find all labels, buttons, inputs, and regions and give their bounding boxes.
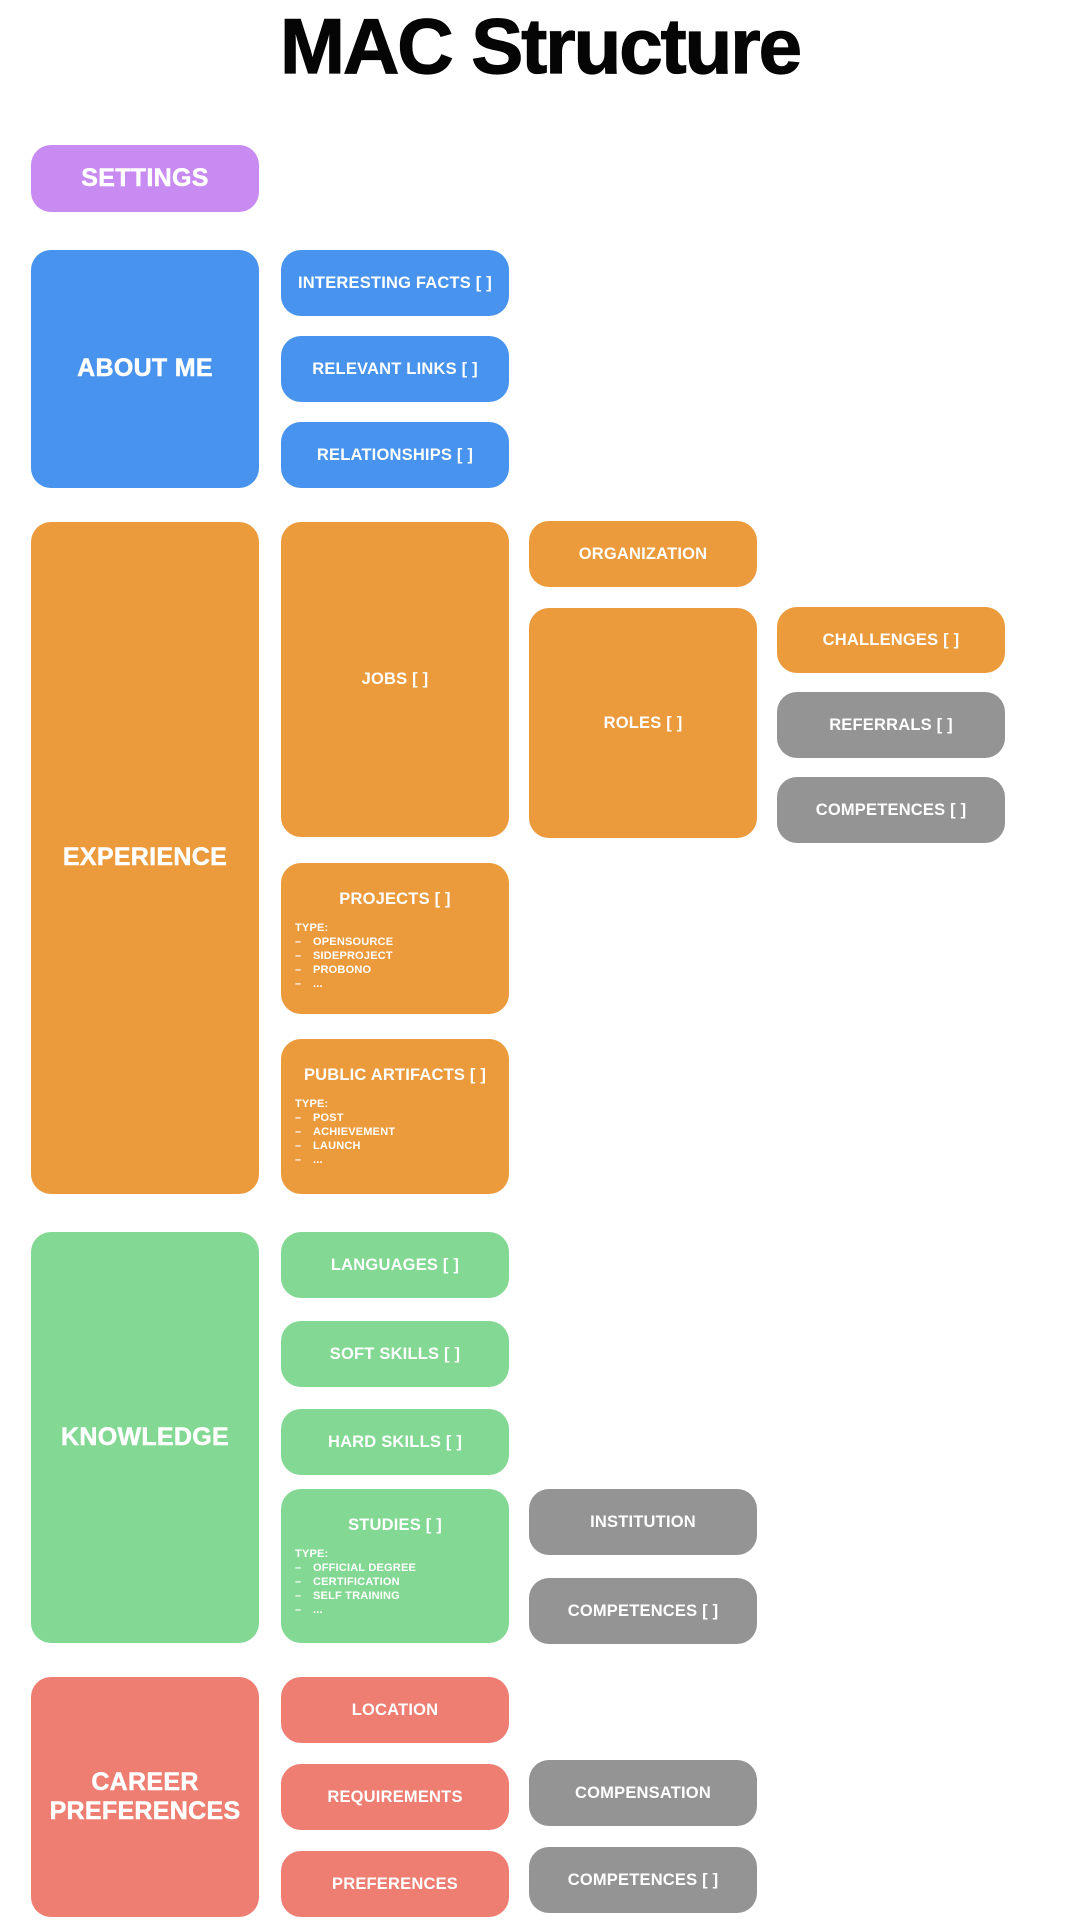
block-projects: PROJECTS [ ] TYPE: –OPENSOURCE –SIDEPROJ… xyxy=(281,863,509,1014)
block-public-artifacts: PUBLIC ARTIFACTS [ ] TYPE: –POST –ACHIEV… xyxy=(281,1039,509,1194)
list-item: –SELF TRAINING xyxy=(295,1590,400,1602)
block-studies: STUDIES [ ] TYPE: –OFFICIAL DEGREE –CERT… xyxy=(281,1489,509,1643)
block-roles: ROLES [ ] xyxy=(529,608,757,838)
block-experience: EXPERIENCE xyxy=(31,522,259,1194)
block-career-competences: COMPETENCES [ ] xyxy=(529,1847,757,1913)
projects-type-list: TYPE: –OPENSOURCE –SIDEPROJECT –PROBONO … xyxy=(295,921,495,991)
block-relevant-links: RELEVANT LINKS [ ] xyxy=(281,336,509,402)
block-organization: ORGANIZATION xyxy=(529,521,757,587)
studies-title: STUDIES [ ] xyxy=(348,1516,442,1534)
block-knowledge: KNOWLEDGE xyxy=(31,1232,259,1643)
dash: – xyxy=(295,1126,302,1138)
dash: – xyxy=(295,1576,302,1588)
block-relationships: RELATIONSHIPS [ ] xyxy=(281,422,509,488)
block-hard-skills: HARD SKILLS [ ] xyxy=(281,1409,509,1475)
dash: – xyxy=(295,1112,302,1124)
block-requirements: REQUIREMENTS xyxy=(281,1764,509,1830)
list-item: –ACHIEVEMENT xyxy=(295,1126,396,1138)
block-roles-competences: COMPETENCES [ ] xyxy=(777,777,1005,843)
dash: – xyxy=(295,950,302,962)
list-item: –PROBONO xyxy=(295,964,372,976)
public-artifacts-title: PUBLIC ARTIFACTS [ ] xyxy=(303,1066,487,1084)
dash: – xyxy=(295,1562,302,1574)
type-label: TYPE: xyxy=(295,922,329,934)
list-item: –LAUNCH xyxy=(295,1140,361,1152)
list-item: –... xyxy=(295,978,323,990)
list-item: –... xyxy=(295,1604,323,1616)
page-title: MAC Structure xyxy=(279,1,802,90)
list-item: –... xyxy=(295,1154,323,1166)
studies-type-list: TYPE: –OFFICIAL DEGREE –CERTIFICATION –S… xyxy=(295,1547,495,1617)
block-location: LOCATION xyxy=(281,1677,509,1743)
block-institution: INSTITUTION xyxy=(529,1489,757,1555)
dash: – xyxy=(295,964,302,976)
block-jobs: JOBS [ ] xyxy=(281,522,509,837)
block-challenges: CHALLENGES [ ] xyxy=(777,607,1005,673)
block-compensation: COMPENSATION xyxy=(529,1760,757,1826)
type-label: TYPE: xyxy=(295,1098,329,1110)
dash: – xyxy=(295,1590,302,1602)
list-item: –SIDEPROJECT xyxy=(295,950,393,962)
block-preferences: PREFERENCES xyxy=(281,1851,509,1917)
block-soft-skills: SOFT SKILLS [ ] xyxy=(281,1321,509,1387)
block-referrals: REFERRALS [ ] xyxy=(777,692,1005,758)
block-languages: LANGUAGES [ ] xyxy=(281,1232,509,1298)
block-about-me: ABOUT ME xyxy=(31,250,259,488)
block-settings: SETTINGS xyxy=(31,145,259,212)
block-interesting-facts: INTERESTING FACTS [ ] xyxy=(281,250,509,316)
projects-title: PROJECTS [ ] xyxy=(339,890,451,908)
public-artifacts-type-list: TYPE: –POST –ACHIEVEMENT –LAUNCH –... xyxy=(295,1097,495,1167)
block-studies-competences: COMPETENCES [ ] xyxy=(529,1578,757,1644)
dash: – xyxy=(295,1604,302,1616)
list-item: –OPENSOURCE xyxy=(295,936,394,948)
list-item: –POST xyxy=(295,1112,344,1124)
list-item: –OFFICIAL DEGREE xyxy=(295,1562,417,1574)
dash: – xyxy=(295,1154,302,1166)
dash: – xyxy=(295,1140,302,1152)
dash: – xyxy=(295,936,302,948)
dash: – xyxy=(295,978,302,990)
type-label: TYPE: xyxy=(295,1548,329,1560)
block-career-preferences: CAREER PREFERENCES xyxy=(31,1677,259,1917)
list-item: –CERTIFICATION xyxy=(295,1576,400,1588)
